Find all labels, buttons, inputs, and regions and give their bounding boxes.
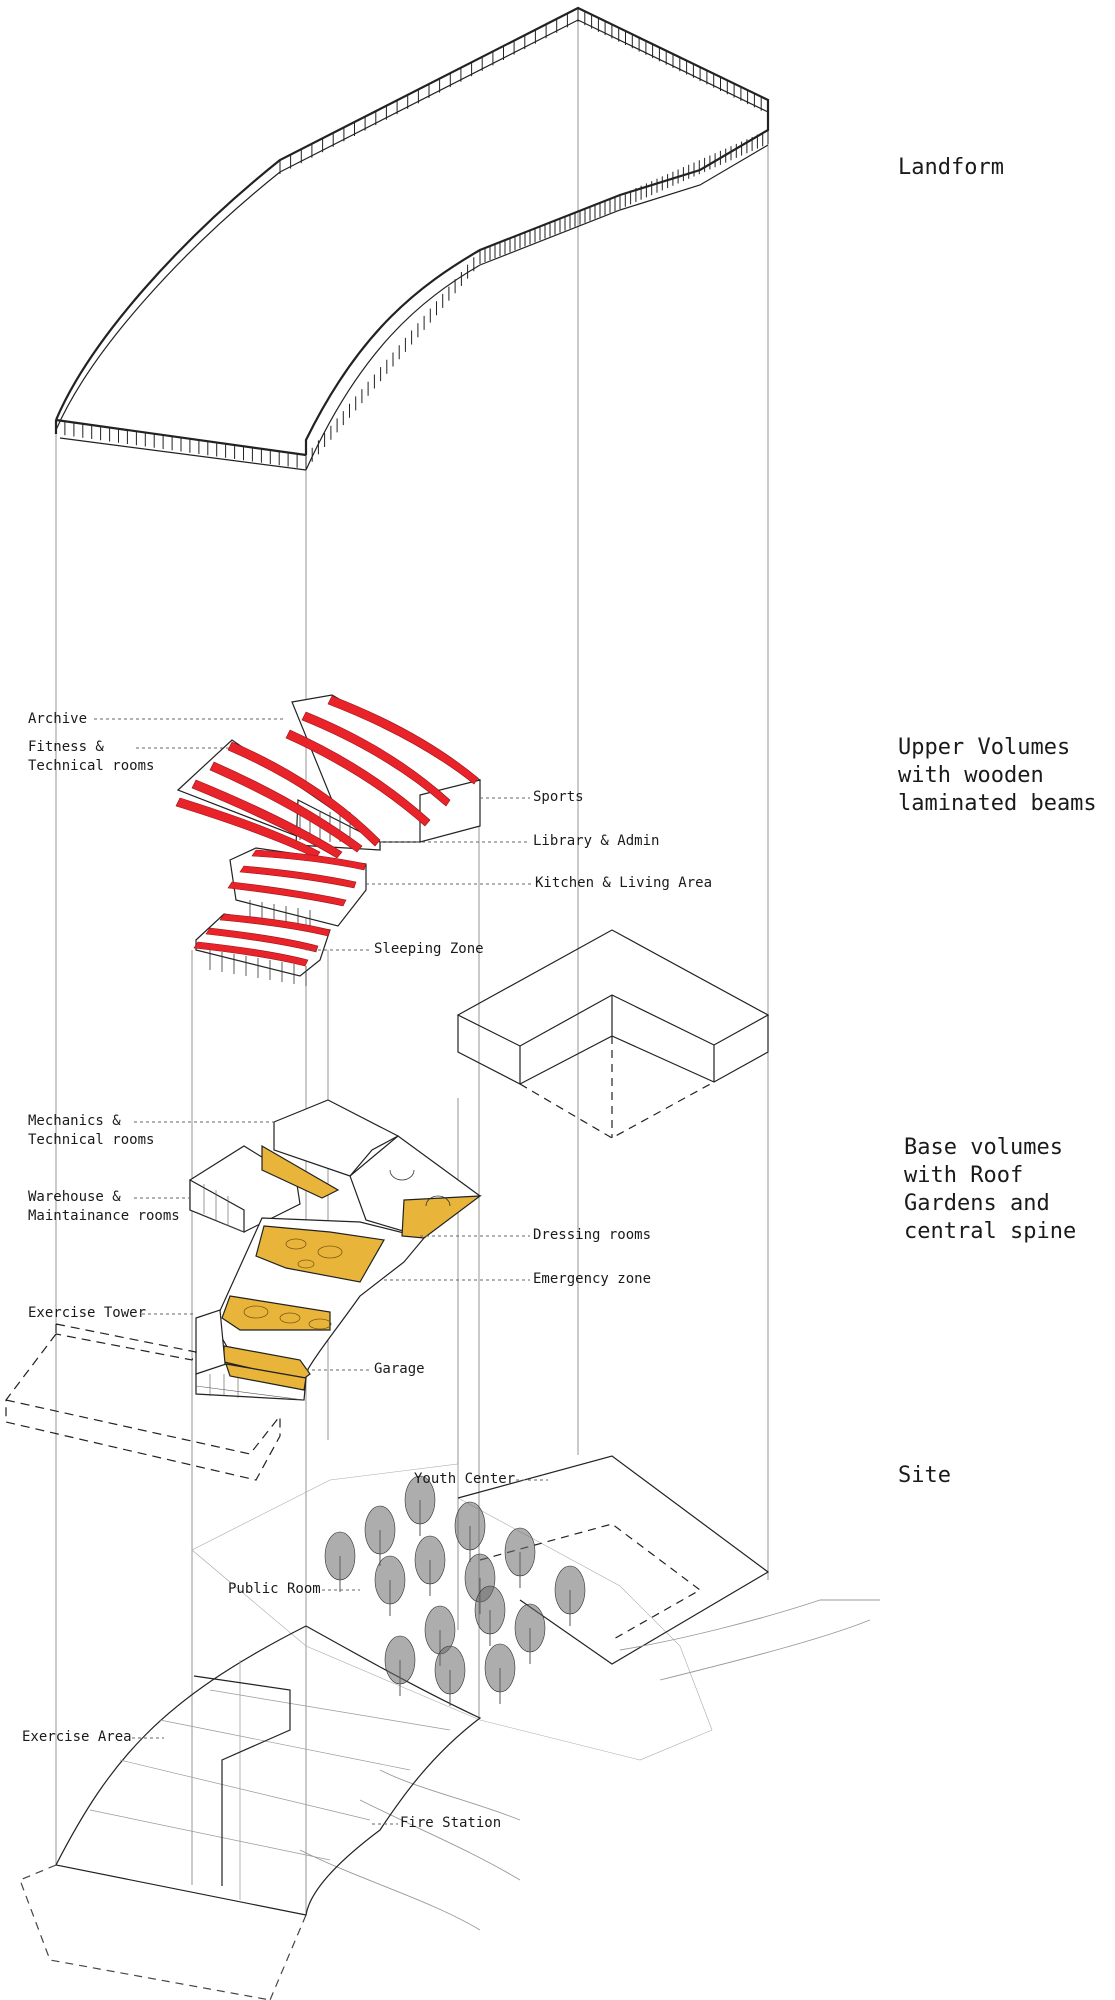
label-fitness-technical: Fitness & Technical rooms bbox=[28, 739, 155, 774]
label-fire-station: Fire Station bbox=[400, 1815, 502, 1831]
tree bbox=[364, 1505, 396, 1566]
section-title-site: Site bbox=[898, 1463, 951, 1488]
tree bbox=[504, 1527, 536, 1588]
label-exercise-tower: Exercise Tower bbox=[28, 1305, 147, 1321]
label-sports: Sports bbox=[533, 789, 584, 805]
label-warehouse-maintenance: Warehouse & Maintainance rooms bbox=[28, 1189, 180, 1224]
youth-center-ghost-volume bbox=[456, 929, 770, 1139]
tree bbox=[474, 1585, 506, 1646]
base-volumes bbox=[5, 1099, 482, 1481]
tree bbox=[404, 1475, 436, 1536]
landform-fence bbox=[54, 6, 770, 471]
label-archive: Archive bbox=[28, 711, 88, 727]
section-title-base-volumes: Base volumes with Roof Gardens and centr… bbox=[904, 1135, 1077, 1244]
tree bbox=[324, 1531, 356, 1592]
label-youth-center: Youth Center bbox=[414, 1471, 516, 1487]
label-kitchen-living: Kitchen & Living Area bbox=[535, 875, 713, 891]
section-title-upper-volumes: Upper Volumes with wooden laminated beam… bbox=[898, 735, 1097, 816]
tree bbox=[414, 1535, 446, 1596]
section-title-landform: Landform bbox=[898, 155, 1004, 180]
label-dressing-rooms: Dressing rooms bbox=[533, 1227, 652, 1243]
tree bbox=[554, 1565, 586, 1626]
label-exercise-area: Exercise Area bbox=[22, 1729, 132, 1745]
leader-lines bbox=[94, 718, 548, 1825]
label-sleeping-zone: Sleeping Zone bbox=[374, 941, 484, 957]
label-public-room: Public Room bbox=[228, 1581, 321, 1597]
tree bbox=[484, 1643, 516, 1704]
tree bbox=[384, 1635, 416, 1696]
label-garage: Garage bbox=[374, 1361, 425, 1377]
tree bbox=[434, 1645, 466, 1706]
upper-volumes bbox=[175, 694, 481, 986]
site-plan bbox=[19, 1455, 880, 2000]
label-library-admin: Library & Admin bbox=[533, 833, 660, 849]
tree bbox=[454, 1501, 486, 1562]
tree bbox=[374, 1555, 406, 1616]
label-mechanics-technical: Mechanics & Technical rooms bbox=[28, 1113, 155, 1148]
site-trees bbox=[324, 1475, 586, 1706]
label-emergency-zone: Emergency zone bbox=[533, 1271, 652, 1287]
tree bbox=[514, 1603, 546, 1664]
